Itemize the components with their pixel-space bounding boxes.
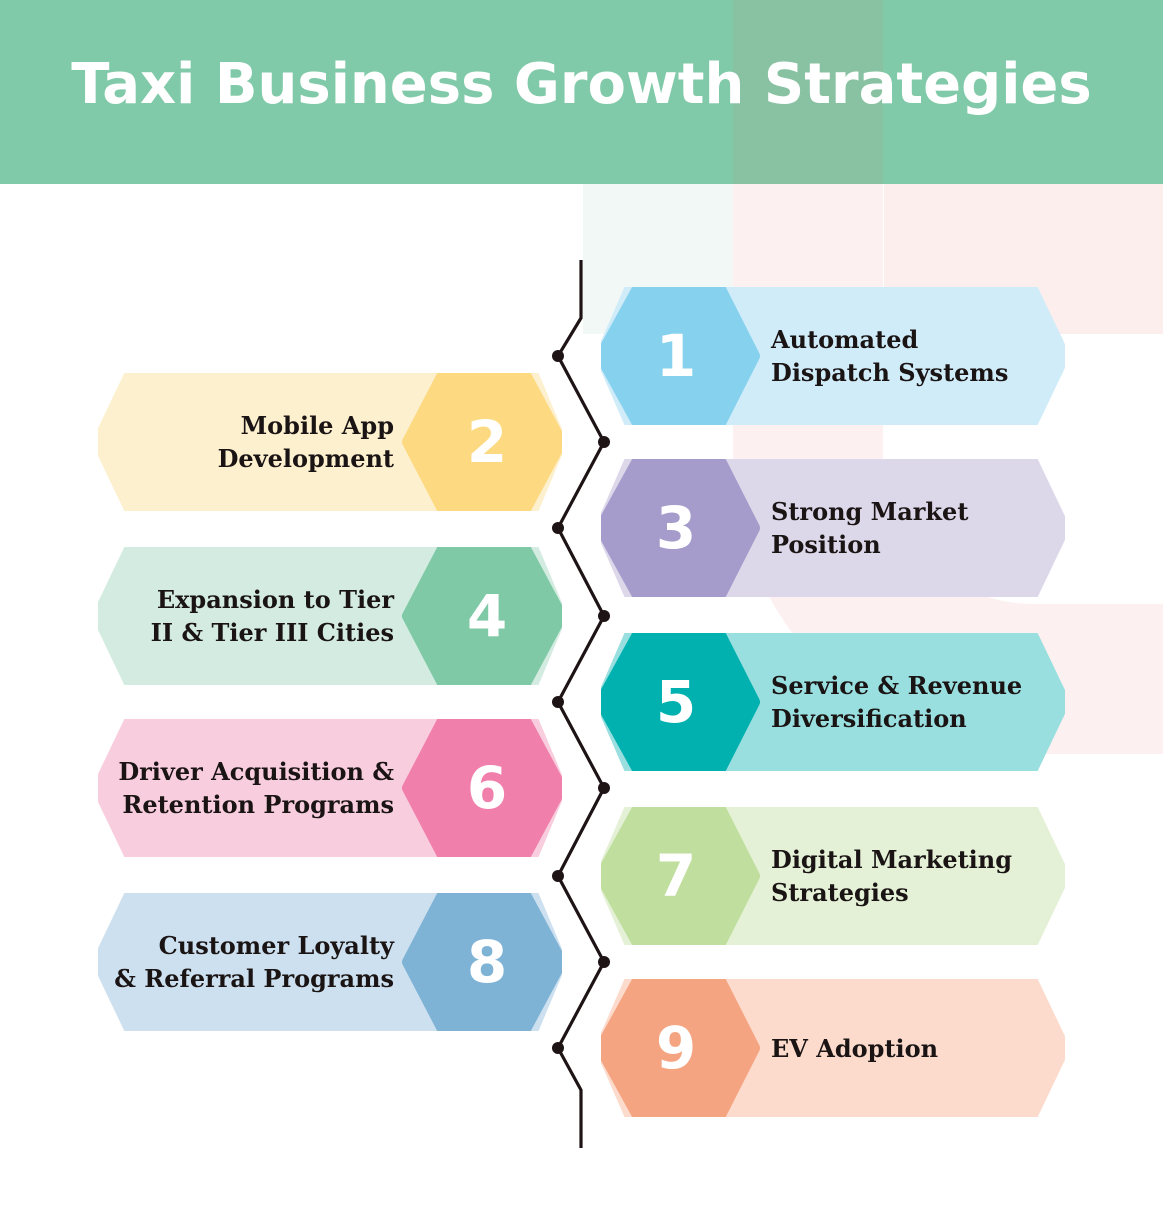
strategy-card-8: 8 Customer Loyalty& Referral Programs — [98, 893, 562, 1031]
strategy-label: Customer Loyalty& Referral Programs — [114, 931, 394, 993]
page-title: Taxi Business Growth Strategies — [71, 52, 1092, 117]
strategy-number: 2 — [466, 408, 508, 476]
strategy-number: 4 — [466, 582, 508, 650]
timeline-dots — [552, 350, 610, 1054]
strategy-card-9: 9 EV Adoption — [601, 979, 1065, 1117]
header-banner — [0, 0, 1163, 184]
strategy-number: 8 — [466, 928, 508, 996]
strategy-number: 5 — [655, 668, 697, 736]
strategy-number: 7 — [655, 842, 697, 910]
strategy-label: Driver Acquisition &Retention Programs — [118, 757, 394, 819]
strategy-label: EV Adoption — [771, 1033, 939, 1063]
strategy-number: 3 — [655, 494, 697, 562]
strategy-number: 6 — [466, 754, 508, 822]
strategy-number: 1 — [655, 322, 697, 390]
strategy-card-6: 6 Driver Acquisition &Retention Programs — [98, 719, 562, 857]
strategy-number: 9 — [655, 1014, 697, 1082]
